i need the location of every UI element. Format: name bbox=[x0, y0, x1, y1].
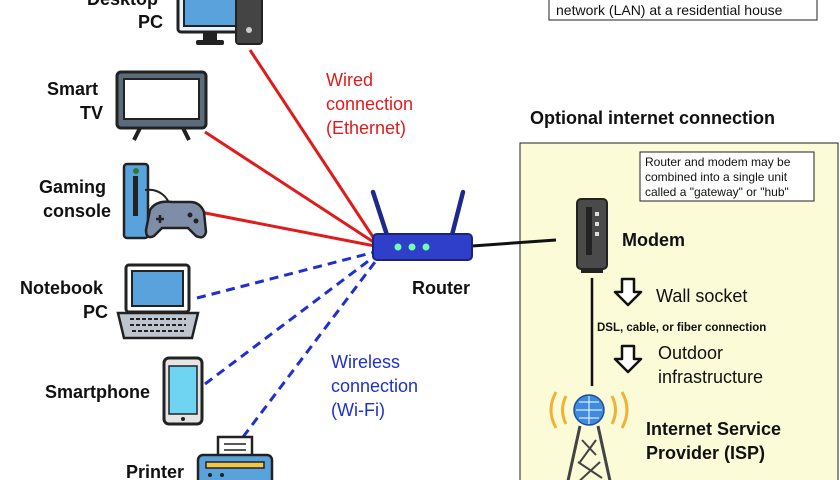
outdoor-label-line1: Outdoor bbox=[658, 343, 723, 363]
wireless-connection-label: Wireless connection (Wi-Fi) bbox=[331, 352, 423, 420]
gateway-note-text: Router and modem may be combined into a … bbox=[645, 155, 794, 199]
gateway-note-line1: Router and modem may be bbox=[645, 155, 791, 169]
wired-line-console bbox=[199, 210, 376, 248]
smart-tv-label-line1: Smart bbox=[47, 79, 98, 99]
wired-label-line1: Wired bbox=[326, 70, 373, 90]
wired-connections bbox=[199, 49, 377, 248]
desktop-pc-icon bbox=[176, 0, 263, 45]
wireless-label-line1: Wireless bbox=[331, 352, 400, 372]
router-icon bbox=[370, 189, 473, 261]
wireless-connections bbox=[196, 250, 377, 438]
wired-label-line3: (Ethernet) bbox=[326, 118, 406, 138]
wired-label-line2: connection bbox=[326, 94, 413, 114]
gateway-note-line2: combined into a single unit bbox=[645, 170, 788, 184]
wired-line-desktop bbox=[248, 49, 377, 241]
gateway-note-box bbox=[639, 151, 815, 202]
cell-tower-icon bbox=[549, 391, 629, 480]
internet-connection-title: Optional internet connection bbox=[530, 108, 775, 128]
notebook-pc-icon bbox=[116, 263, 200, 340]
modem-icon bbox=[576, 198, 608, 273]
isp-label-line1: Internet Service bbox=[646, 419, 781, 439]
wireless-line-printer bbox=[241, 261, 377, 438]
lan-note-text: network (LAN) at a residential house bbox=[556, 2, 783, 18]
wireless-label-line3: (Wi-Fi) bbox=[331, 400, 385, 420]
notebook-pc-label-line1: Notebook bbox=[20, 278, 104, 298]
smart-tv-label: Smart TV bbox=[47, 79, 103, 123]
desktop-pc-label-line2: PC bbox=[138, 12, 163, 32]
printer-label: Printer bbox=[126, 462, 184, 480]
router-label: Router bbox=[412, 278, 470, 298]
isp-label: Internet Service Provider (ISP) bbox=[646, 419, 786, 463]
smart-tv-label-line2: TV bbox=[80, 103, 103, 123]
arrow-down-icon bbox=[613, 344, 643, 374]
outdoor-infrastructure-label: Outdoor infrastructure bbox=[658, 343, 763, 387]
modem-label: Modem bbox=[622, 230, 685, 250]
desktop-pc-label-line1: Desktop bbox=[87, 0, 158, 9]
connection-type-label: DSL, cable, or fiber connection bbox=[597, 322, 766, 334]
desktop-pc-label: Desktop PC bbox=[87, 0, 163, 32]
arrow-down-icon bbox=[613, 277, 643, 307]
smartphone-label: Smartphone bbox=[45, 382, 150, 402]
gateway-note-line3: called a "gateway" or "hub" bbox=[645, 185, 789, 199]
gaming-console-label-line2: console bbox=[43, 201, 111, 221]
smart-tv-icon bbox=[115, 70, 208, 141]
lan-note-box bbox=[548, 0, 818, 21]
smartphone-icon bbox=[162, 356, 204, 426]
wired-line-tv bbox=[204, 130, 376, 245]
printer-icon bbox=[196, 435, 274, 480]
wired-connection-label: Wired connection (Ethernet) bbox=[326, 70, 418, 138]
gaming-console-icon bbox=[122, 162, 208, 240]
wireless-line-notebook bbox=[196, 250, 376, 300]
router-modem-cable bbox=[471, 238, 557, 248]
gaming-console-label: Gaming console bbox=[39, 177, 111, 221]
notebook-pc-label-line2: PC bbox=[83, 302, 108, 322]
wireless-label-line2: connection bbox=[331, 376, 418, 396]
isp-label-line2: Provider (ISP) bbox=[646, 443, 765, 463]
wall-socket-label: Wall socket bbox=[656, 286, 747, 306]
outdoor-label-line2: infrastructure bbox=[658, 367, 763, 387]
gaming-console-label-line1: Gaming bbox=[39, 177, 106, 197]
wireless-line-smartphone bbox=[204, 254, 376, 386]
notebook-pc-label: Notebook PC bbox=[20, 278, 108, 322]
